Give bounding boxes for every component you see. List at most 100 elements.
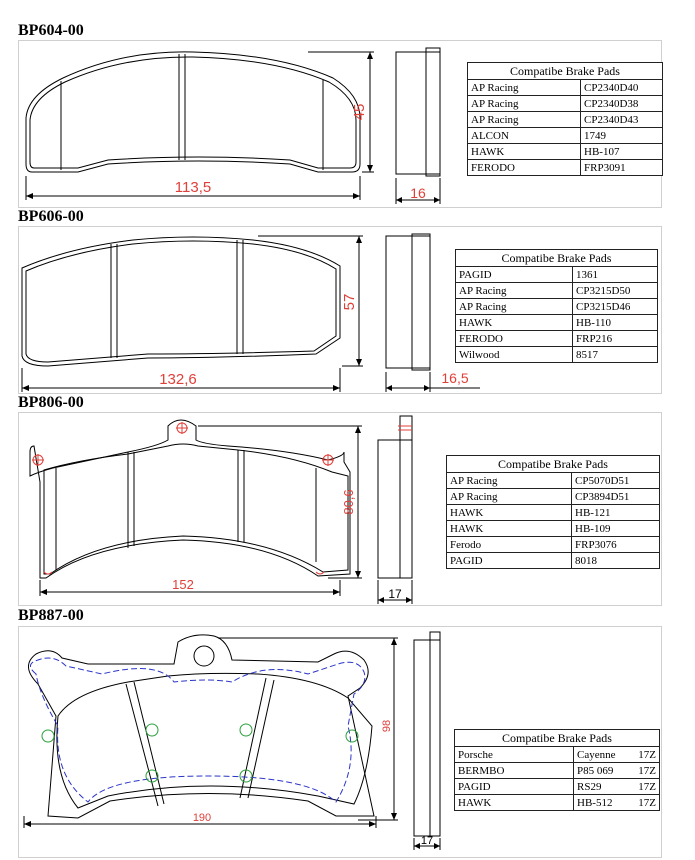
table-header: Compatibe Brake Pads xyxy=(455,249,658,267)
table-cell-brand: AP Racing xyxy=(467,79,581,96)
section-title-bp806: BP806-00 xyxy=(18,394,84,411)
table-row: BERMBO P85 069 17Z xyxy=(454,762,660,779)
height-dimension-label: 98 xyxy=(381,720,393,732)
table-row: PAGID RS29 17Z xyxy=(454,778,660,795)
table-cell-brand: ALCON xyxy=(467,127,581,144)
table-cell-brand: HAWK xyxy=(454,794,574,811)
table-cell-part: HB-110 xyxy=(572,314,658,331)
table-cell-brand: HAWK xyxy=(446,504,572,521)
width-dimension-label: 152 xyxy=(172,577,194,592)
thickness-dimension-label: 16 xyxy=(410,185,426,201)
table-cell-part: Cayenne 17Z xyxy=(573,746,660,763)
table-cell-brand: HAWK xyxy=(446,520,572,537)
height-dimension-label: 57 xyxy=(341,294,358,311)
part-suffix: 17Z xyxy=(638,764,656,777)
table-cell-part: FRP3076 xyxy=(571,536,660,553)
table-cell-part: HB-109 xyxy=(571,520,660,537)
part-number: P85 069 xyxy=(577,764,614,777)
table-cell-part: 8517 xyxy=(572,346,658,363)
table-cell-part: CP3894D51 xyxy=(571,488,660,505)
table-header: Compatibe Brake Pads xyxy=(454,729,660,747)
section-title-bp604: BP604-00 xyxy=(18,22,84,39)
section-title-bp887: BP887-00 xyxy=(18,607,84,624)
height-dimension-label: 45 xyxy=(351,104,368,121)
width-dimension-label: 190 xyxy=(193,812,211,824)
table-cell-brand: PAGID xyxy=(454,778,574,795)
table-cell-part: CP2340D43 xyxy=(580,111,663,128)
table-cell-brand: AP Racing xyxy=(446,488,572,505)
table-cell-brand: PAGID xyxy=(446,552,572,569)
table-cell-brand: Porsche xyxy=(454,746,574,763)
table-cell-part: FRP216 xyxy=(572,330,658,347)
table-cell-brand: Wilwood xyxy=(455,346,573,363)
table-cell-brand: Ferodo xyxy=(446,536,572,553)
part-suffix: 17Z xyxy=(638,796,656,809)
table-row: HAWK HB-512 17Z xyxy=(454,794,660,811)
table-cell-part: 1361 xyxy=(572,266,658,283)
part-number: Cayenne xyxy=(577,748,616,761)
part-suffix: 17Z xyxy=(638,748,656,761)
pad-drawing-bp806: 152 80,6 17 xyxy=(29,415,413,604)
table-cell-brand: FERODO xyxy=(455,330,573,347)
table-cell-brand: HAWK xyxy=(455,314,573,331)
pad-drawing-bp606: 132,6 57 16,5 xyxy=(21,233,480,392)
pad-drawing-bp887: 190 98 17 xyxy=(23,631,441,850)
table-cell-part: P85 069 17Z xyxy=(573,762,660,779)
table-cell-part: HB-121 xyxy=(571,504,660,521)
table-cell-part: CP3215D50 xyxy=(572,282,658,299)
table-cell-brand: AP Racing xyxy=(455,298,573,315)
part-number: RS29 xyxy=(577,780,602,793)
table-cell-brand: AP Racing xyxy=(455,282,573,299)
table-row: Porsche Cayenne 17Z xyxy=(454,746,660,763)
section-title-bp606: BP606-00 xyxy=(18,208,84,225)
table-cell-part: HB-512 17Z xyxy=(573,794,660,811)
table-cell-part: CP3215D46 xyxy=(572,298,658,315)
table-cell-brand: AP Racing xyxy=(467,95,581,112)
table-cell-brand: FERODO xyxy=(467,159,581,176)
table-cell-brand: PAGID xyxy=(455,266,573,283)
table-cell-brand: HAWK xyxy=(467,143,581,160)
table-cell-part: 8018 xyxy=(571,552,660,569)
table-cell-brand: AP Racing xyxy=(467,111,581,128)
table-cell-brand: AP Racing xyxy=(446,472,572,489)
width-dimension-label: 113,5 xyxy=(175,179,211,196)
table-cell-part: CP5070D51 xyxy=(571,472,660,489)
part-suffix: 17Z xyxy=(638,780,656,793)
table-cell-brand: BERMBO xyxy=(454,762,574,779)
table-cell-part: 1749 xyxy=(580,127,663,144)
height-dimension-label: 80,6 xyxy=(341,489,356,514)
table-header: Compatibe Brake Pads xyxy=(467,62,663,80)
table-header: Compatibe Brake Pads xyxy=(446,455,660,473)
table-cell-part: CP2340D38 xyxy=(580,95,663,112)
table-cell-part: FRP3091 xyxy=(580,159,663,176)
part-number: HB-512 xyxy=(577,796,613,809)
width-dimension-label: 132,6 xyxy=(159,371,197,388)
table-cell-part: CP2340D40 xyxy=(580,79,663,96)
table-cell-part: HB-107 xyxy=(580,143,663,160)
pad-drawing-bp604: 113,5 45 16 xyxy=(25,47,441,204)
thickness-dimension-label: 17 xyxy=(388,587,402,601)
table-cell-part: RS29 17Z xyxy=(573,778,660,795)
